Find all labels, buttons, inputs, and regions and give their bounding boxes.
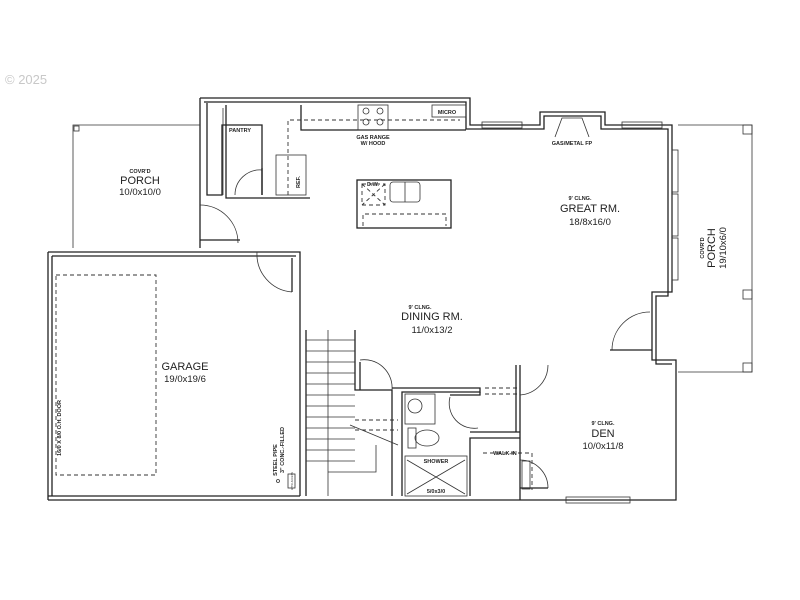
conc-filled-label: 3" CONC.-FILLED	[280, 427, 286, 473]
porch-right-name: PORCH	[706, 228, 718, 268]
garage-door-outline	[55, 274, 157, 476]
great-room-size: 18/8x16/0	[569, 217, 611, 228]
attic-access-icon	[287, 473, 296, 489]
porch-left-note: COVR'D	[129, 169, 150, 175]
great-room-note: 9' CLNG.	[568, 196, 591, 202]
garage-door-label: 16/0 X 8/0 O.H. DOOR	[57, 400, 63, 456]
ref-label: REF.	[296, 176, 302, 188]
gas-range-label: GAS RANGE	[356, 135, 390, 141]
porch-right-size: 19/10x6/0	[718, 227, 729, 269]
porch-left-outline	[72, 124, 200, 248]
garage-size: 19/0x19/6	[164, 374, 206, 385]
kitchen-island	[356, 179, 452, 229]
pantry-label: PANTRY	[229, 128, 251, 134]
hood-label: W/ HOOD	[361, 141, 386, 147]
dining-room-name: DINING RM.	[401, 311, 463, 323]
stairs	[305, 330, 399, 496]
windows	[481, 121, 679, 504]
gas-range-icon	[357, 104, 389, 131]
den-size: 10/0x11/8	[582, 441, 623, 452]
fireplace-icon	[554, 117, 590, 138]
porch-right-outline	[678, 124, 753, 373]
attic-access-label: ATTIC ACCESS	[291, 472, 294, 490]
front-door-swing	[199, 204, 239, 244]
kitchen	[206, 103, 467, 229]
garage-door-swing	[256, 251, 293, 293]
shower-icon	[404, 455, 468, 497]
shower-label: SHOWER	[424, 459, 449, 465]
dining-room-size: 11/0x13/2	[411, 325, 452, 336]
bathroom	[392, 387, 549, 497]
bath-sink-icon	[407, 398, 423, 414]
exterior-walls	[47, 97, 677, 501]
den-door-swing	[519, 364, 549, 396]
great-room-name: GREAT RM.	[560, 203, 620, 215]
den-note: 9' CLNG.	[591, 421, 614, 427]
fireplace-label: GAS/METAL FP	[552, 141, 593, 147]
porch-left-size: 10/0x10/0	[119, 187, 161, 198]
dining-room-note: 9' CLNG.	[408, 305, 431, 311]
walk-in-label: WALK-IN	[493, 451, 517, 457]
dishwasher-label: D.W.	[367, 182, 379, 188]
attic-access-den-icon	[521, 460, 531, 490]
shower-size-label: 5/0x3/0	[427, 489, 445, 495]
toilet-icon	[414, 429, 440, 447]
patio-door-swing	[611, 311, 651, 351]
den-name: DEN	[591, 428, 614, 440]
porch-right-note: COVR'D	[700, 237, 706, 258]
micro-label: MICRO	[438, 110, 457, 116]
steel-pipe-label: STEEL PIPE	[273, 444, 279, 476]
porch-left-name: PORCH	[120, 175, 160, 187]
copyright-watermark: © 2025	[5, 72, 48, 87]
garage-name: GARAGE	[161, 361, 208, 373]
